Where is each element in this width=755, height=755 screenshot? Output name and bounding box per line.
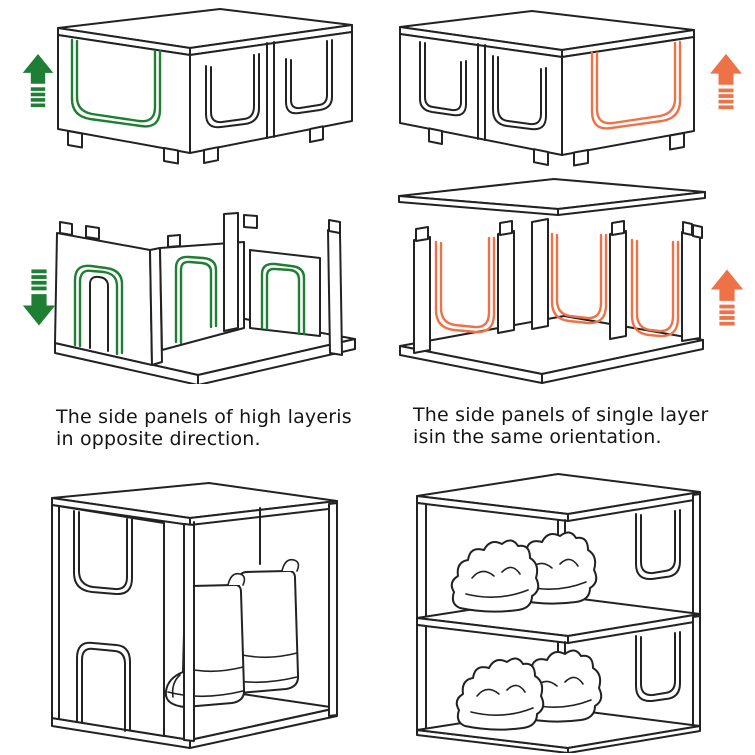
up-arrow-green — [20, 52, 56, 110]
up-arrow-orange-mid — [708, 267, 746, 329]
down-arrow-green — [20, 266, 58, 328]
up-arrow-orange-top — [707, 53, 745, 111]
caption-left-line1: The side panels of high layeris — [56, 406, 352, 428]
figure-assembled-box-orange — [398, 9, 696, 167]
figure-lid-box-orange — [398, 178, 706, 384]
figure-tall-box-boots — [51, 482, 338, 749]
figure-assembled-box-green — [56, 7, 354, 165]
caption-left-line2: in opposite direction. — [56, 428, 261, 450]
figure-open-box-green — [54, 212, 356, 384]
caption-left: The side panels of high layeris in oppos… — [56, 406, 352, 450]
caption-right-line2: isin the same orientation. — [413, 426, 662, 448]
caption-right: The side panels of single layer isin the… — [413, 404, 709, 448]
caption-right-line1: The side panels of single layer — [413, 404, 709, 426]
figure-stacked-boxes-sneakers — [416, 473, 701, 753]
